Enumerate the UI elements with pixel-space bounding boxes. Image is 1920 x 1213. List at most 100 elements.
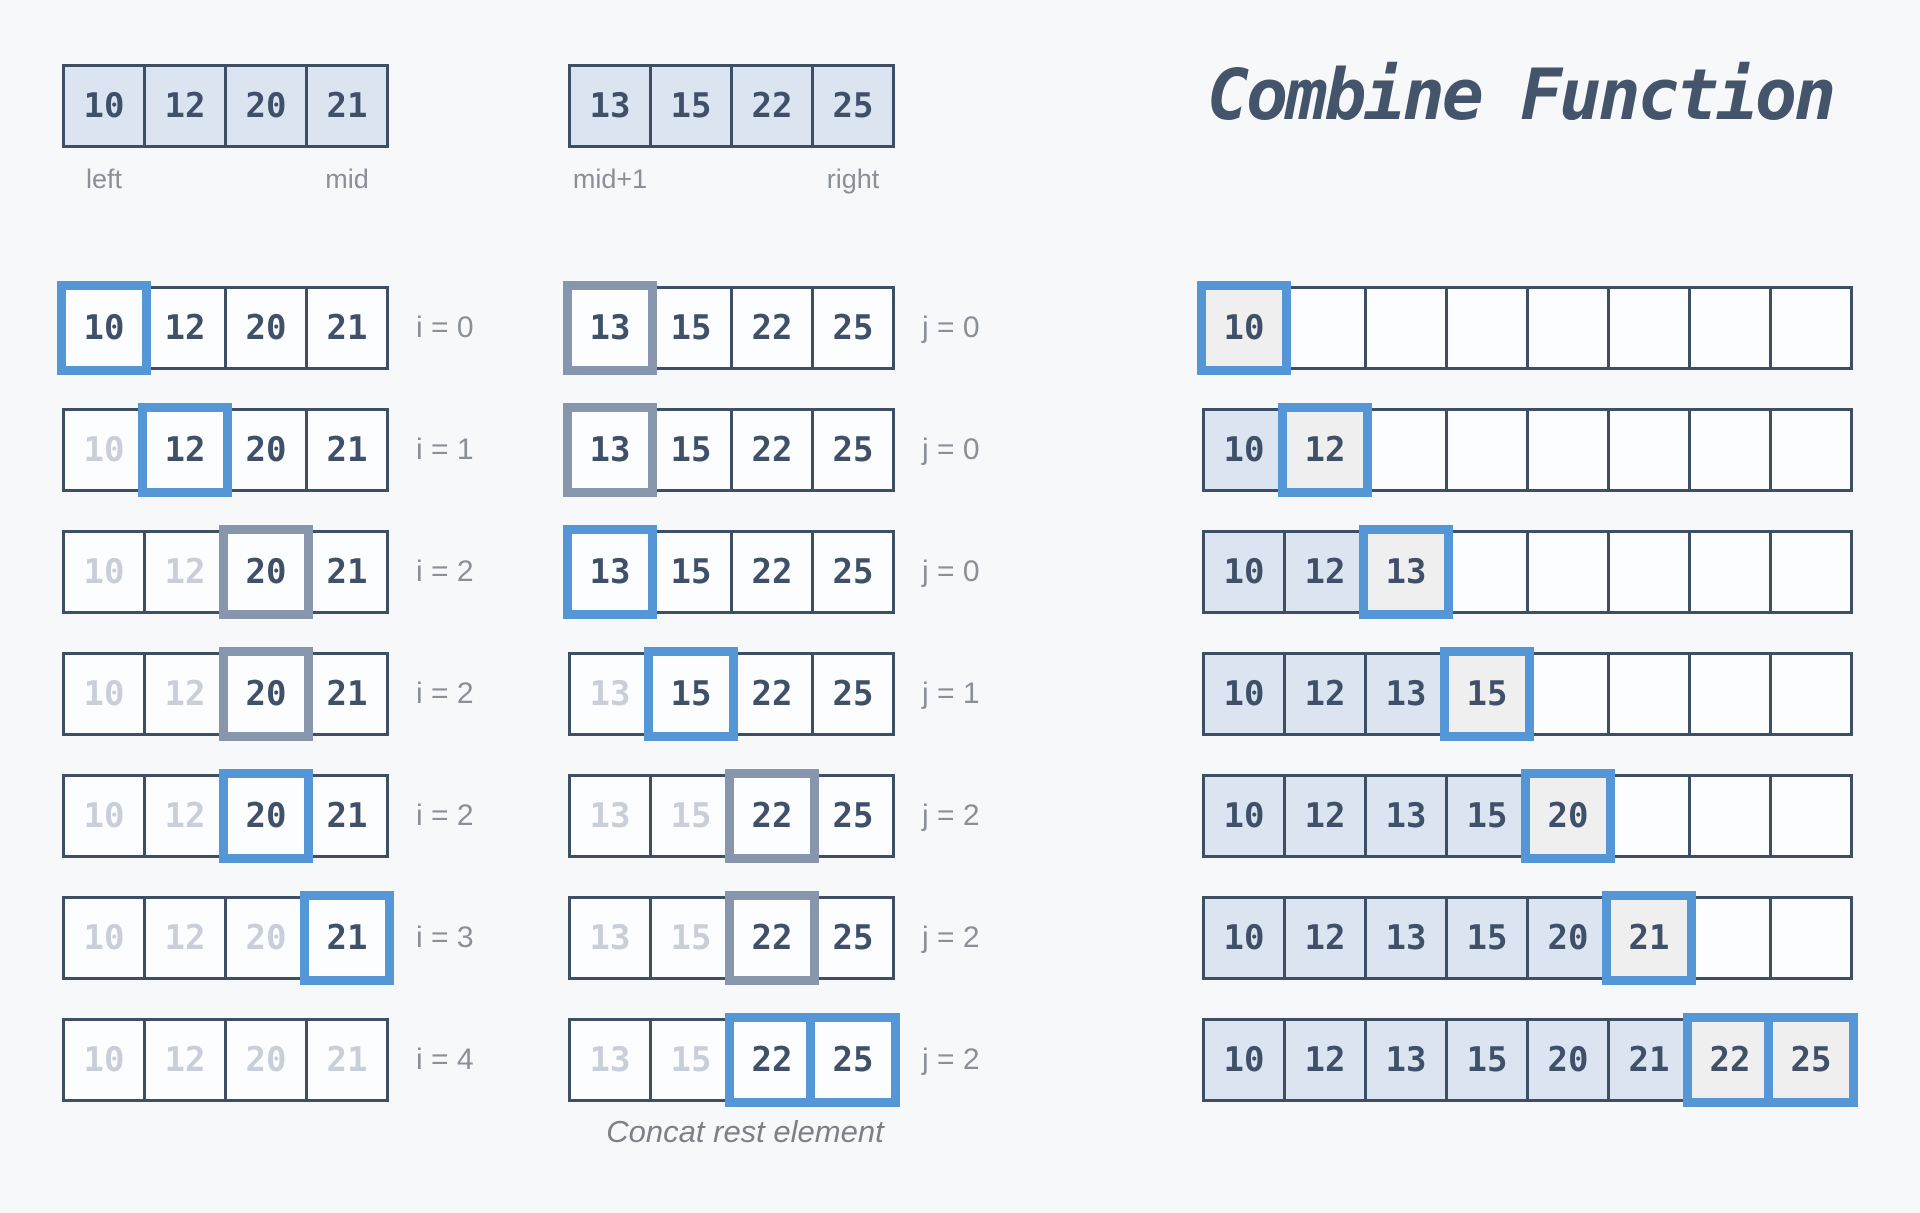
mid-plus-1-pointer-label: mid+1 bbox=[572, 164, 648, 194]
array-cell: 15 bbox=[649, 896, 733, 980]
array-cell bbox=[1688, 774, 1772, 858]
array-cell: 21 bbox=[305, 286, 389, 370]
array-cell: 12 bbox=[143, 896, 227, 980]
array-cell: 10 bbox=[1202, 408, 1286, 492]
array-cell: 22 bbox=[1683, 1013, 1777, 1107]
array-cell: 12 bbox=[143, 1018, 227, 1102]
array-cell: 22 bbox=[725, 891, 819, 985]
array-cell: 20 bbox=[1526, 1018, 1610, 1102]
array-cell: 15 bbox=[1445, 896, 1529, 980]
array-cell bbox=[1769, 530, 1853, 614]
array-cell bbox=[1607, 652, 1691, 736]
array-cell: 13 bbox=[563, 403, 657, 497]
array-cell bbox=[1769, 774, 1853, 858]
index-label: i = 3 bbox=[416, 921, 474, 954]
array-cell: 22 bbox=[730, 530, 814, 614]
array-cell: 15 bbox=[649, 286, 733, 370]
array-cell: 12 bbox=[143, 286, 227, 370]
array-cell: 21 bbox=[305, 1018, 389, 1102]
array-cell: 25 bbox=[811, 652, 895, 736]
index-label: j = 1 bbox=[922, 677, 980, 710]
array-cell: 10 bbox=[62, 408, 146, 492]
index-label: j = 2 bbox=[922, 1043, 980, 1076]
array-cell: 22 bbox=[730, 286, 814, 370]
index-label: i = 1 bbox=[416, 433, 474, 466]
array-cell: 15 bbox=[649, 774, 733, 858]
array-cell: 12 bbox=[1283, 530, 1367, 614]
array-cell: 13 bbox=[1364, 652, 1448, 736]
array-cell: 12 bbox=[1283, 652, 1367, 736]
array-cell: 10 bbox=[62, 530, 146, 614]
index-label: i = 0 bbox=[416, 311, 474, 344]
array-cell bbox=[1364, 408, 1448, 492]
index-label: i = 2 bbox=[416, 555, 474, 588]
array-cell: 22 bbox=[725, 769, 819, 863]
array-cell: 15 bbox=[1445, 1018, 1529, 1102]
array-cell bbox=[1607, 286, 1691, 370]
index-label: i = 2 bbox=[416, 677, 474, 710]
array-cell: 10 bbox=[62, 774, 146, 858]
array-cell: 13 bbox=[1364, 896, 1448, 980]
array-cell bbox=[1283, 286, 1367, 370]
array-cell: 21 bbox=[305, 774, 389, 858]
array-cell: 10 bbox=[62, 1018, 146, 1102]
array-cell bbox=[1688, 652, 1772, 736]
array-cell: 13 bbox=[568, 1018, 652, 1102]
array-cell: 12 bbox=[143, 652, 227, 736]
array-cell: 21 bbox=[305, 652, 389, 736]
index-label: i = 4 bbox=[416, 1043, 474, 1076]
array-cell: 15 bbox=[649, 1018, 733, 1102]
array-cell: 12 bbox=[1283, 896, 1367, 980]
array-cell: 20 bbox=[224, 64, 308, 148]
array-cell: 10 bbox=[1197, 281, 1291, 375]
array-cell: 20 bbox=[1526, 896, 1610, 980]
array-cell: 15 bbox=[649, 408, 733, 492]
array-cell: 21 bbox=[1602, 891, 1696, 985]
array-cell bbox=[1364, 286, 1448, 370]
array-cell: 25 bbox=[811, 774, 895, 858]
array-cell: 22 bbox=[730, 408, 814, 492]
array-cell: 10 bbox=[1202, 1018, 1286, 1102]
array-cell: 20 bbox=[219, 525, 313, 619]
array-cell: 22 bbox=[730, 64, 814, 148]
array-cell: 13 bbox=[1364, 774, 1448, 858]
array-cell: 20 bbox=[224, 286, 308, 370]
array-cell bbox=[1445, 530, 1529, 614]
array-cell: 12 bbox=[1283, 774, 1367, 858]
array-cell: 10 bbox=[1202, 774, 1286, 858]
array-cell bbox=[1688, 408, 1772, 492]
array-cell: 25 bbox=[806, 1013, 900, 1107]
page-title: Combine Function bbox=[1206, 54, 1836, 136]
array-cell: 13 bbox=[563, 281, 657, 375]
array-cell: 13 bbox=[568, 64, 652, 148]
array-cell: 13 bbox=[568, 774, 652, 858]
index-label: j = 0 bbox=[922, 555, 980, 588]
array-cell: 10 bbox=[1202, 896, 1286, 980]
array-cell: 12 bbox=[143, 530, 227, 614]
index-label: i = 2 bbox=[416, 799, 474, 832]
array-cell: 10 bbox=[1202, 530, 1286, 614]
array-cell bbox=[1769, 652, 1853, 736]
left-subarray-labels: left mid bbox=[62, 164, 389, 198]
array-cell: 12 bbox=[138, 403, 232, 497]
array-cell bbox=[1769, 286, 1853, 370]
array-cell: 20 bbox=[224, 1018, 308, 1102]
array-cell bbox=[1607, 408, 1691, 492]
array-cell: 20 bbox=[224, 408, 308, 492]
array-cell: 10 bbox=[57, 281, 151, 375]
